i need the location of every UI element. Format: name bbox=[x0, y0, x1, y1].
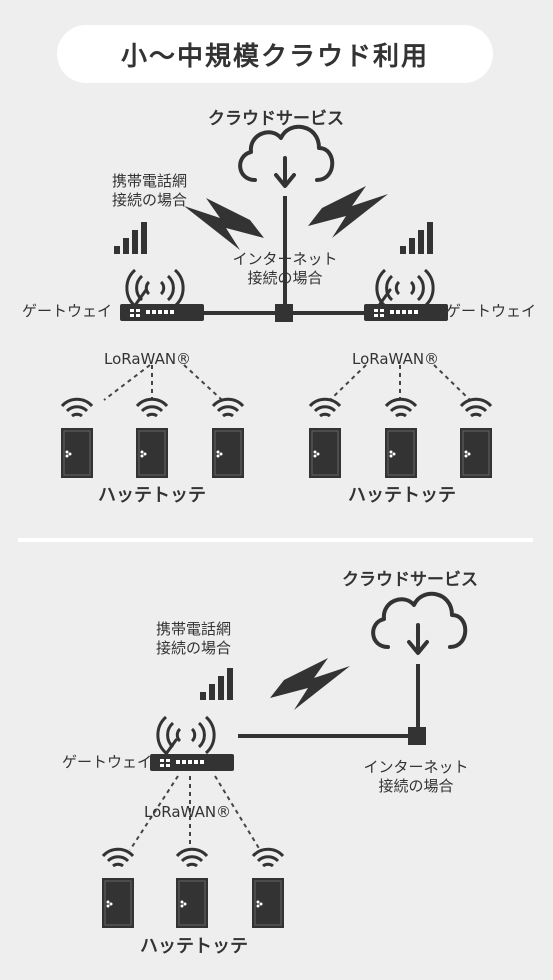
signal-bars-icon bbox=[114, 222, 147, 254]
sensor-device-icon bbox=[383, 397, 419, 480]
mobile-network-label: 携帯電話網 bbox=[156, 620, 232, 638]
mobile-network-label: 携帯電話網 bbox=[112, 172, 188, 190]
sensor-group-label: ハッテトッテ bbox=[98, 485, 206, 506]
gateway-icon bbox=[148, 738, 236, 773]
internet-sublabel: 接続の場合 bbox=[247, 269, 323, 287]
mobile-network-sublabel: 接続の場合 bbox=[156, 639, 232, 657]
junction-node bbox=[275, 304, 293, 322]
lorawan-label: LoRaWAN® bbox=[352, 350, 440, 368]
sensor-device-icon bbox=[59, 397, 95, 480]
lorawan-label: LoRaWAN® bbox=[144, 803, 232, 821]
page-title: 小〜中規模クラウド利用 bbox=[57, 25, 493, 83]
sensor-device-icon bbox=[458, 397, 494, 480]
signal-bars-icon bbox=[200, 668, 233, 700]
lightning-icon bbox=[308, 186, 388, 238]
internet-label: インターネット bbox=[232, 250, 338, 268]
cloud-icon bbox=[371, 591, 468, 655]
lightning-icon bbox=[184, 198, 264, 250]
sensor-device-icon bbox=[210, 397, 246, 480]
gateway-label: ゲートウェイ bbox=[62, 753, 153, 771]
lightning-icon bbox=[270, 658, 350, 710]
internet-label: インターネット bbox=[363, 758, 469, 776]
internet-sublabel: 接続の場合 bbox=[378, 777, 454, 795]
sensor-device-icon bbox=[134, 397, 170, 480]
mobile-network-sublabel: 接続の場合 bbox=[112, 191, 188, 209]
cloud-icon bbox=[238, 124, 335, 188]
sensor-device-icon bbox=[174, 847, 210, 930]
lora-link bbox=[214, 775, 261, 851]
lora-link bbox=[433, 364, 471, 401]
cloud-service-label: クラウドサービス bbox=[208, 109, 344, 129]
radio-waves-icon bbox=[375, 268, 435, 308]
sensor-group-label: ハッテトッテ bbox=[348, 485, 456, 506]
signal-bars-icon bbox=[400, 222, 433, 254]
lorawan-label: LoRaWAN® bbox=[104, 350, 192, 368]
gateway-label: ゲートウェイ bbox=[22, 302, 113, 320]
sensor-device-icon bbox=[307, 397, 343, 480]
sensor-device-icon bbox=[250, 847, 286, 930]
sensor-group-label: ハッテトッテ bbox=[140, 936, 248, 957]
section-divider bbox=[18, 538, 533, 542]
gateway-label: ゲートウェイ bbox=[446, 302, 537, 320]
junction-node bbox=[408, 727, 426, 745]
radio-waves-icon bbox=[156, 715, 216, 755]
sensor-device-icon bbox=[100, 847, 136, 930]
cloud-service-label: クラウドサービス bbox=[342, 570, 478, 590]
lora-link bbox=[183, 364, 223, 401]
lora-link bbox=[129, 775, 179, 851]
lora-link bbox=[103, 364, 151, 401]
lora-link bbox=[329, 364, 367, 401]
radio-waves-icon bbox=[125, 268, 185, 308]
